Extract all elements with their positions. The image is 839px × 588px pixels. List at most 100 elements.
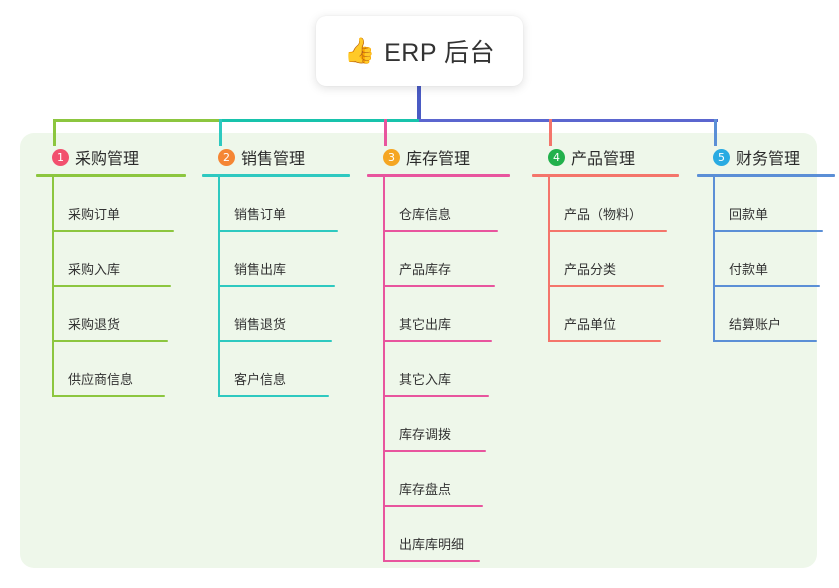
branch-item-list: 回款单付款单结算账户 bbox=[713, 177, 835, 342]
branch-item-label: 采购退货 bbox=[68, 317, 121, 332]
branch-item[interactable]: 采购入库 bbox=[52, 232, 186, 287]
branch-item-rule bbox=[548, 285, 664, 287]
branches-background-panel bbox=[20, 133, 817, 568]
branch-item-label: 产品单位 bbox=[564, 317, 617, 332]
branch-item-label: 库存调拨 bbox=[399, 427, 452, 442]
branch-title: 财务管理 bbox=[736, 151, 801, 168]
branch-item-rule bbox=[52, 285, 171, 287]
branch-spine bbox=[548, 177, 550, 342]
branch-item[interactable]: 产品库存 bbox=[383, 232, 510, 287]
branch-item[interactable]: 付款单 bbox=[713, 232, 835, 287]
branch-item-label: 采购入库 bbox=[68, 262, 121, 277]
branch-number-badge: 5 bbox=[713, 148, 730, 166]
branch-item-rule bbox=[383, 395, 489, 397]
branch-item[interactable]: 仓库信息 bbox=[383, 177, 510, 232]
branch-item-rule bbox=[548, 340, 661, 342]
branch-item[interactable]: 产品分类 bbox=[548, 232, 679, 287]
branch-item[interactable]: 库存盘点 bbox=[383, 452, 510, 507]
branch-item-rule bbox=[218, 285, 335, 287]
branch-header-5[interactable]: 5 财务管理 bbox=[697, 146, 835, 168]
branch-item-label: 产品库存 bbox=[399, 262, 452, 277]
branch-item-rule bbox=[218, 395, 329, 397]
branch-header-rule bbox=[532, 174, 679, 177]
branch-item-label: 结算账户 bbox=[729, 317, 782, 332]
branch-drop-line-4 bbox=[549, 119, 552, 146]
branch-item-rule bbox=[52, 395, 165, 397]
branch-spine bbox=[383, 177, 385, 562]
branch-item-label: 产品分类 bbox=[564, 262, 617, 277]
branch-item-label: 其它入库 bbox=[399, 372, 452, 387]
branch-item-label: 销售退货 bbox=[234, 317, 287, 332]
branch-item-rule bbox=[52, 230, 174, 232]
root-node[interactable]: 👍 ERP 后台 bbox=[316, 16, 523, 86]
branch-header-rule bbox=[202, 174, 350, 177]
branch-spine bbox=[218, 177, 220, 397]
branch-title: 销售管理 bbox=[241, 151, 306, 168]
branch-title: 库存管理 bbox=[406, 151, 471, 168]
branch-item[interactable]: 其它出库 bbox=[383, 287, 510, 342]
branch-item[interactable]: 回款单 bbox=[713, 177, 835, 232]
branch-item[interactable]: 产品（物料） bbox=[548, 177, 679, 232]
branch-item-label: 其它出库 bbox=[399, 317, 452, 332]
branch-item[interactable]: 库存调拨 bbox=[383, 397, 510, 452]
branch-item-rule bbox=[383, 505, 483, 507]
branch-header-1[interactable]: 1 采购管理 bbox=[36, 146, 186, 168]
branch-item[interactable]: 产品单位 bbox=[548, 287, 679, 342]
branch-item-label: 产品（物料） bbox=[564, 207, 643, 222]
branch-item-rule bbox=[383, 285, 495, 287]
bus-segment-left bbox=[54, 119, 220, 122]
branch-item[interactable]: 销售订单 bbox=[218, 177, 350, 232]
branch-item-rule bbox=[383, 340, 492, 342]
branch-spine bbox=[52, 177, 54, 397]
branch-item-label: 仓库信息 bbox=[399, 207, 452, 222]
branch-drop-line-1 bbox=[53, 119, 56, 146]
branch-item[interactable]: 采购退货 bbox=[52, 287, 186, 342]
branch-item[interactable]: 客户信息 bbox=[218, 342, 350, 397]
branch-item-rule bbox=[713, 285, 820, 287]
branch-item[interactable]: 出库库明细 bbox=[383, 507, 510, 562]
branch-column-5: 5 财务管理回款单付款单结算账户 bbox=[697, 146, 835, 342]
root-trunk-line bbox=[417, 86, 421, 122]
branch-item-label: 客户信息 bbox=[234, 372, 287, 387]
branch-number-badge: 2 bbox=[218, 148, 235, 166]
branch-item-label: 供应商信息 bbox=[68, 372, 134, 387]
branch-header-rule bbox=[697, 174, 835, 177]
branch-item[interactable]: 供应商信息 bbox=[52, 342, 186, 397]
branch-header-rule bbox=[367, 174, 510, 177]
branch-number-badge: 1 bbox=[52, 148, 69, 166]
branch-item[interactable]: 其它入库 bbox=[383, 342, 510, 397]
branch-item-label: 销售出库 bbox=[234, 262, 287, 277]
branch-item-rule bbox=[383, 560, 480, 562]
branch-item-label: 出库库明细 bbox=[399, 537, 465, 552]
root-node-title: ERP 后台 bbox=[384, 39, 496, 67]
branch-column-2: 2 销售管理销售订单销售出库销售退货客户信息 bbox=[202, 146, 350, 397]
branch-header-3[interactable]: 3 库存管理 bbox=[367, 146, 510, 168]
branch-item-rule bbox=[218, 230, 338, 232]
branch-spine bbox=[713, 177, 715, 342]
branch-header-rule bbox=[36, 174, 186, 177]
branch-item[interactable]: 销售退货 bbox=[218, 287, 350, 342]
branch-header-2[interactable]: 2 销售管理 bbox=[202, 146, 350, 168]
branch-drop-line-3 bbox=[384, 119, 387, 146]
branch-item-list: 仓库信息产品库存其它出库其它入库库存调拨库存盘点出库库明细 bbox=[383, 177, 510, 562]
branch-title: 采购管理 bbox=[75, 151, 140, 168]
branch-item-label: 库存盘点 bbox=[399, 482, 452, 497]
branch-item-label: 采购订单 bbox=[68, 207, 121, 222]
branch-item-label: 付款单 bbox=[729, 262, 769, 277]
branch-item[interactable]: 采购订单 bbox=[52, 177, 186, 232]
bus-segment-right bbox=[419, 119, 718, 122]
branch-item-rule bbox=[713, 230, 823, 232]
bus-segment-mid bbox=[220, 119, 419, 122]
branch-item[interactable]: 结算账户 bbox=[713, 287, 835, 342]
branch-number-badge: 3 bbox=[383, 148, 400, 166]
branch-item[interactable]: 销售出库 bbox=[218, 232, 350, 287]
branch-number-badge: 4 bbox=[548, 148, 565, 166]
thumbs-up-icon: 👍 bbox=[343, 36, 376, 65]
branch-drop-line-2 bbox=[219, 119, 222, 146]
branch-item-rule bbox=[383, 450, 486, 452]
branch-item-list: 产品（物料） 产品分类产品单位 bbox=[548, 177, 679, 342]
branch-item-rule bbox=[52, 340, 168, 342]
